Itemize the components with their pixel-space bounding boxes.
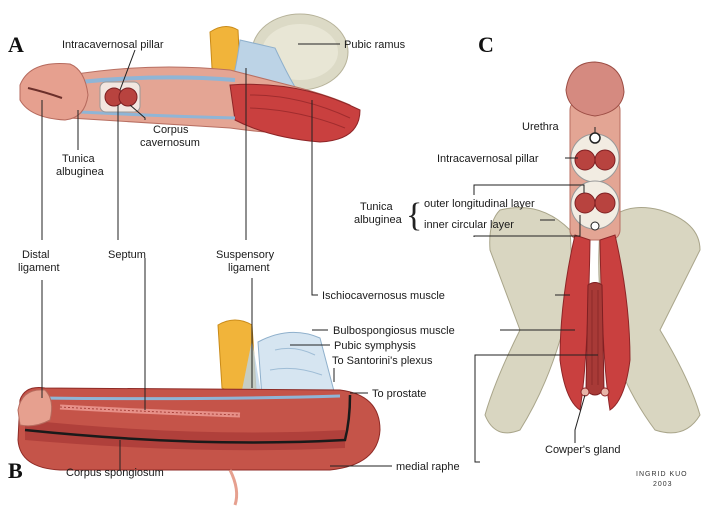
glans-c bbox=[565, 61, 625, 117]
label-corpus-cavernosum-2: cavernosum bbox=[140, 137, 200, 149]
label-urethra: Urethra bbox=[522, 121, 560, 133]
panel-letter-c: C bbox=[478, 32, 494, 57]
bulbospongiosus-muscle-c bbox=[585, 282, 605, 396]
label-santorini-plexus: To Santorini's plexus bbox=[332, 355, 433, 367]
brace-tunica-layers: { bbox=[406, 197, 422, 234]
label-suspensory-ligament-1: Suspensory bbox=[216, 249, 275, 261]
label-inner-circular-layer: inner circular layer bbox=[424, 219, 514, 231]
artist-signature-year: 2003 bbox=[653, 481, 673, 488]
label-medial-raphe: medial raphe bbox=[396, 461, 460, 473]
urethra-c bbox=[589, 132, 601, 144]
panel-c-illustration bbox=[484, 61, 701, 434]
label-cowpers-gland: Cowper's gland bbox=[545, 444, 620, 456]
panel-letter-a: A bbox=[8, 32, 24, 57]
panel-a-illustration bbox=[19, 13, 361, 143]
label-corpus-spongiosum: Corpus spongiosum bbox=[66, 467, 164, 479]
label-corpus-cavernosum-1: Corpus bbox=[153, 124, 189, 136]
label-tunica-albuginea-c-2: albuginea bbox=[354, 214, 403, 226]
label-ischiocavernosus-muscle: Ischiocavernosus muscle bbox=[322, 290, 445, 302]
label-intracavernosal-pillar-a: Intracavernosal pillar bbox=[62, 39, 164, 51]
glans-a bbox=[19, 62, 89, 121]
pelvic-bone-left bbox=[484, 207, 572, 434]
label-suspensory-ligament-2: ligament bbox=[228, 262, 270, 274]
cross-section-1-left bbox=[574, 149, 596, 171]
label-tunica-albuginea-a-2: albuginea bbox=[56, 166, 105, 178]
panel-letter-b: B bbox=[8, 458, 23, 483]
label-bulbospongiosus-muscle: Bulbospongiosus muscle bbox=[333, 325, 455, 337]
label-outer-longitudinal-layer: outer longitudinal layer bbox=[424, 198, 535, 210]
label-pubic-symphysis: Pubic symphysis bbox=[334, 340, 416, 352]
label-to-prostate: To prostate bbox=[372, 388, 426, 400]
panel-b-illustration bbox=[17, 319, 381, 506]
label-tunica-albuginea-a-1: Tunica bbox=[62, 153, 95, 165]
label-septum: Septum bbox=[108, 249, 146, 261]
label-pubic-ramus: Pubic ramus bbox=[344, 39, 406, 51]
cross-section-2-left bbox=[574, 192, 596, 214]
label-distal-ligament-2: ligament bbox=[18, 262, 60, 274]
artist-signature: INGRID KUO bbox=[636, 471, 688, 478]
glans-b bbox=[17, 389, 53, 427]
leader-lines bbox=[41, 43, 598, 470]
cowpers-gland-c bbox=[580, 387, 590, 397]
label-intracavernosal-pillar-c: Intracavernosal pillar bbox=[437, 153, 539, 165]
label-distal-ligament-1: Distal bbox=[22, 249, 50, 261]
urethra-b bbox=[24, 394, 352, 444]
label-tunica-albuginea-c-1: Tunica bbox=[360, 201, 393, 213]
